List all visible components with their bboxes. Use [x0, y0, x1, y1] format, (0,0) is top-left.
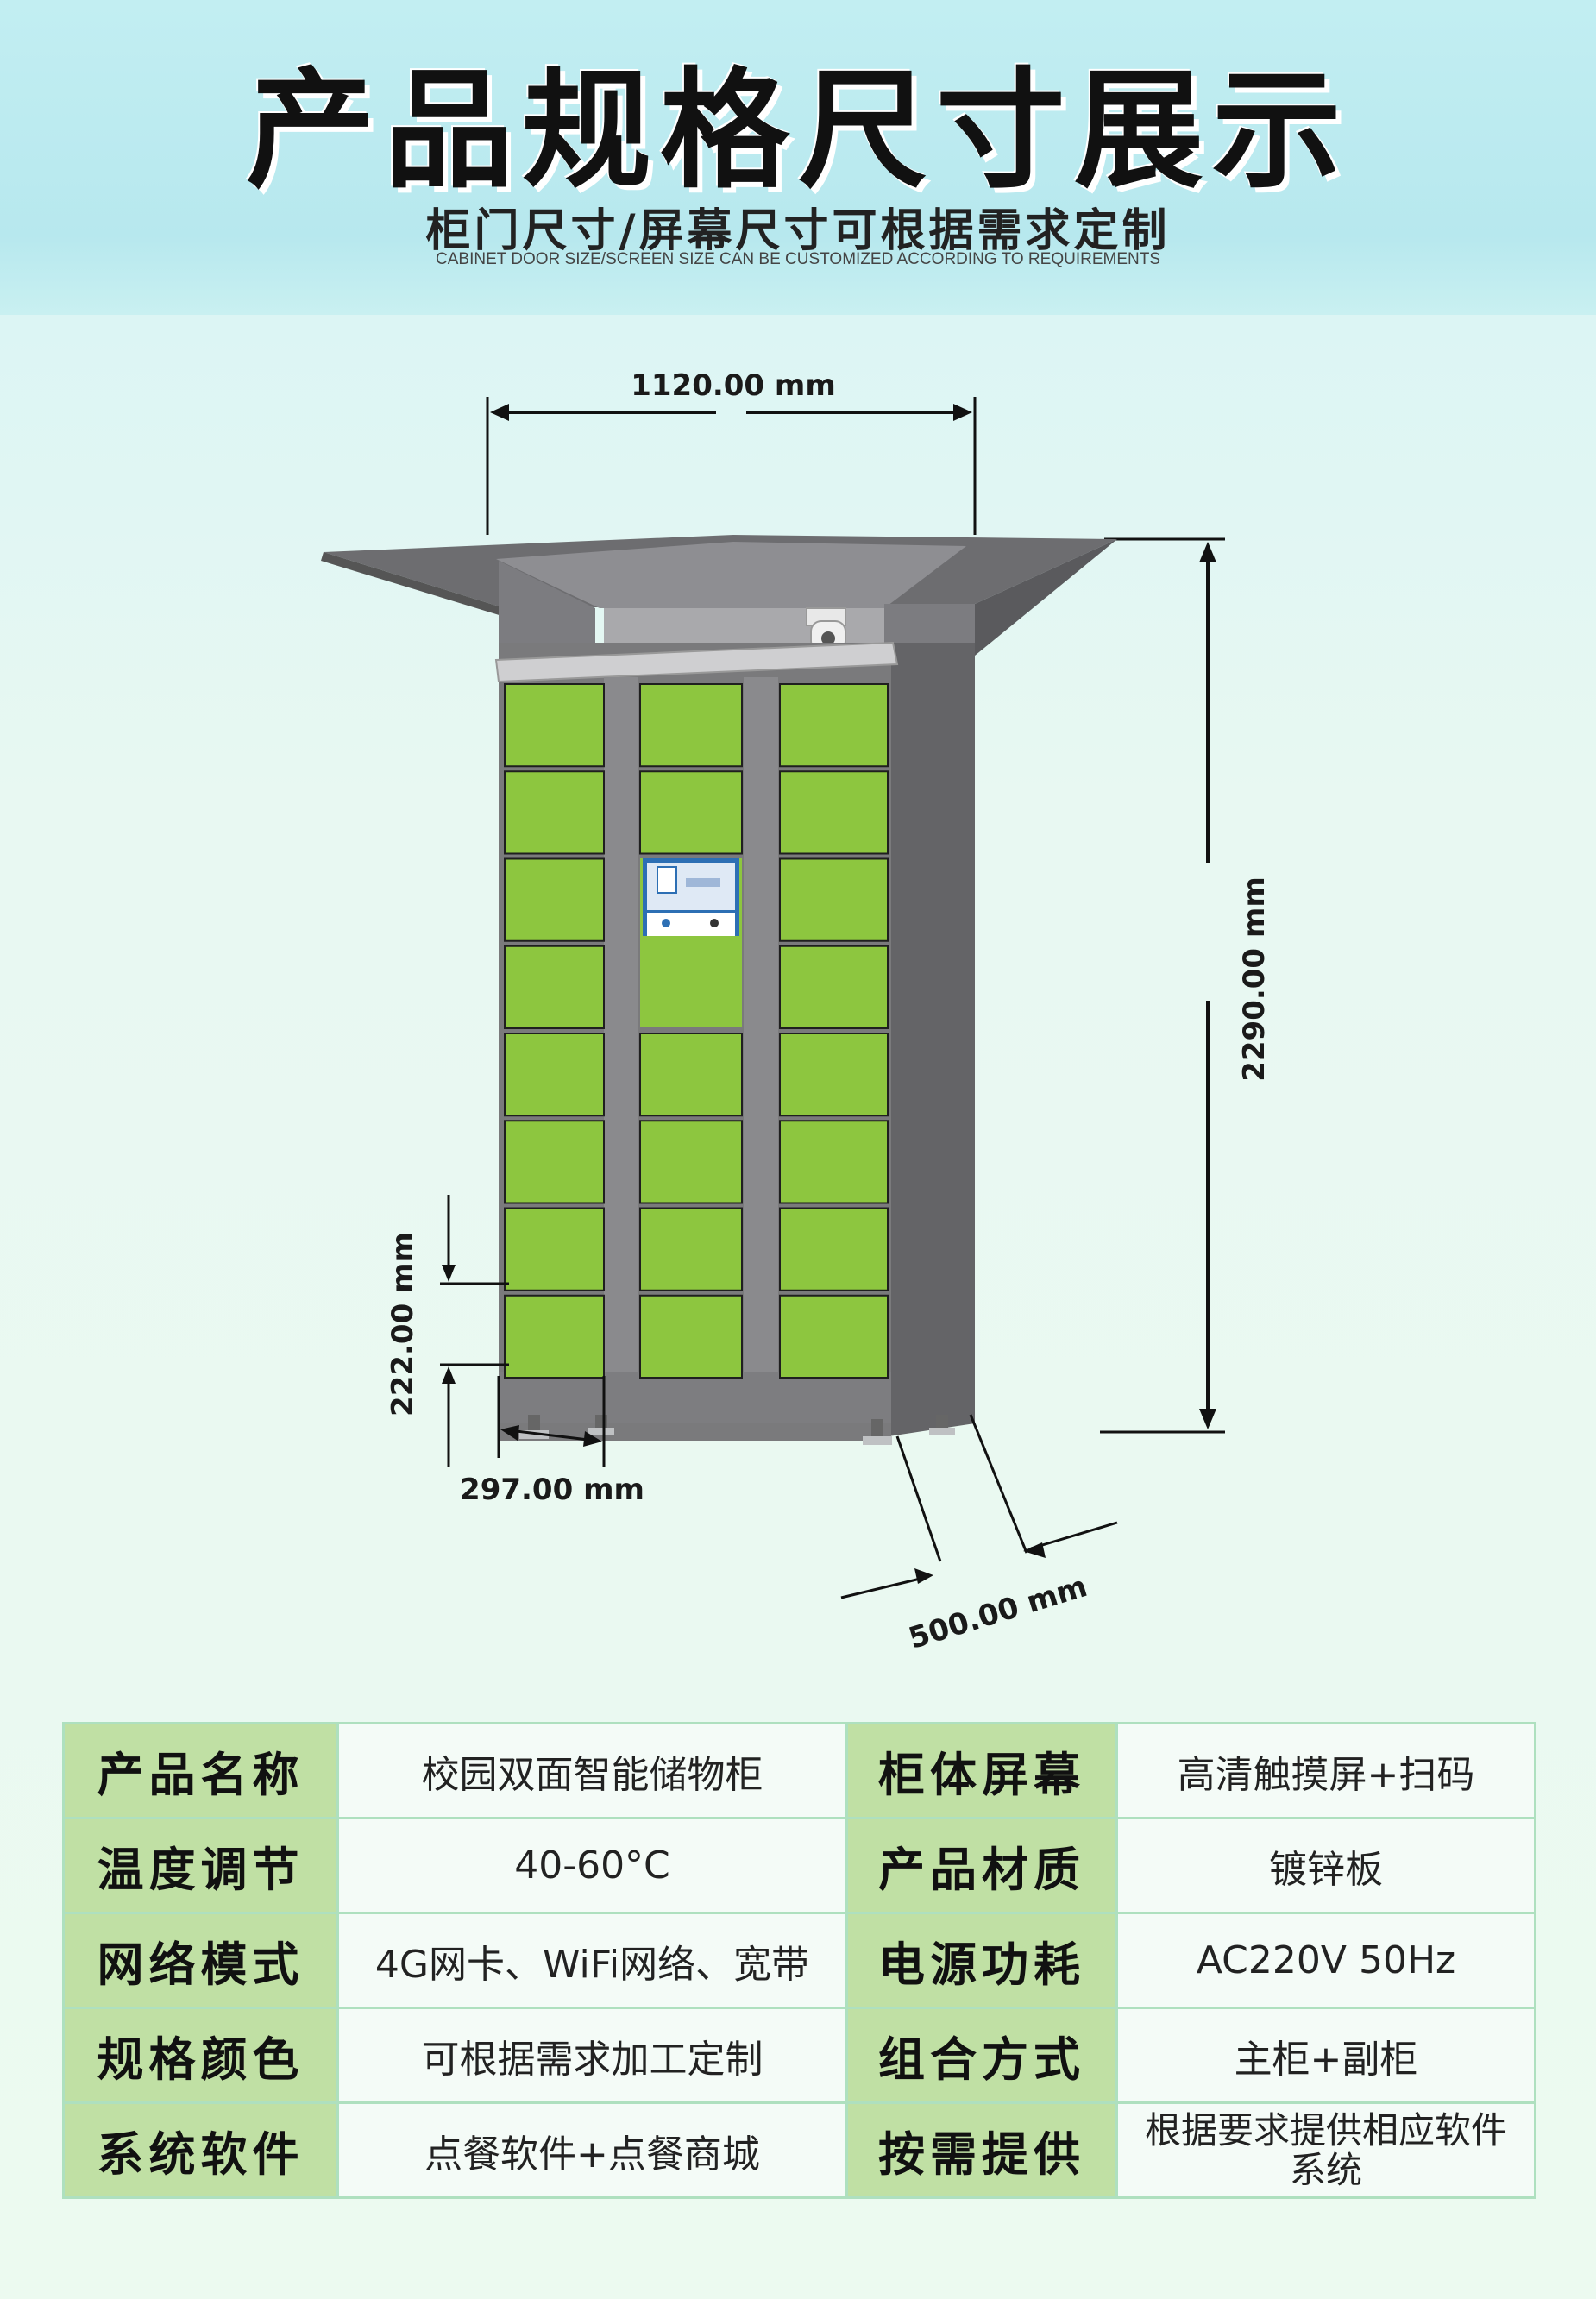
locker-door	[504, 1033, 605, 1117]
spec-key: 按需提供	[845, 2101, 1118, 2199]
page-subtitle-english: CABINET DOOR SIZE/SCREEN SIZE CAN BE CUS…	[436, 250, 1160, 268]
table-row: 系统软件 点餐软件+点餐商城 按需提供 根据要求提供相应软件系统	[62, 2101, 1536, 2199]
locker-door	[779, 857, 889, 942]
locker-door	[779, 683, 889, 768]
locker-door	[779, 1120, 889, 1204]
locker-door	[504, 770, 605, 855]
spec-value: 40-60°C	[336, 1817, 848, 1914]
width-dimension	[486, 397, 977, 535]
height-label: 2290.00 mm	[1237, 876, 1272, 1082]
spec-value: AC220V 50Hz	[1115, 1912, 1536, 2009]
depth-label: 500.00 mm	[905, 1569, 1091, 1656]
spec-value: 主柜+副柜	[1115, 2007, 1536, 2104]
spec-key: 产品材质	[845, 1817, 1118, 1914]
table-row: 网络模式 4G网卡、WiFi网络、宽带 电源功耗 AC220V 50Hz	[62, 1912, 1536, 2009]
locker-door	[639, 1207, 743, 1291]
spec-key: 产品名称	[62, 1722, 339, 1819]
depth-dimension	[840, 1414, 1118, 1599]
locker-door	[504, 945, 605, 1029]
table-row: 产品名称 校园双面智能储物柜 柜体屏幕 高清触摸屏+扫码	[62, 1722, 1536, 1819]
height-dimension	[1100, 537, 1225, 1434]
locker-door	[779, 945, 889, 1029]
page-title: 产品规格尺寸展示	[245, 56, 1350, 206]
header-band	[0, 0, 1596, 315]
locker-door	[639, 1033, 743, 1117]
canopy-roof	[321, 535, 1117, 656]
spec-key: 规格颜色	[62, 2007, 339, 2104]
door-width-label: 297.00 mm	[460, 1473, 644, 1507]
locker-door	[504, 857, 605, 942]
door-width-dimension	[497, 1376, 606, 1467]
locker-door	[779, 770, 889, 855]
spec-key: 组合方式	[845, 2007, 1118, 2104]
locker-door	[779, 1294, 889, 1379]
spec-key: 电源功耗	[845, 1912, 1118, 2009]
spec-value: 镀锌板	[1115, 1817, 1536, 1914]
locker-door	[639, 770, 743, 855]
spec-value: 高清触摸屏+扫码	[1115, 1722, 1536, 1819]
locker-door	[504, 1294, 605, 1379]
locker-door	[639, 683, 743, 768]
locker-door	[504, 1207, 605, 1291]
spec-key: 柜体屏幕	[845, 1722, 1118, 1819]
spec-key: 温度调节	[62, 1817, 339, 1914]
locker-door	[504, 1120, 605, 1204]
table-row: 规格颜色 可根据需求加工定制 组合方式 主柜+副柜	[62, 2007, 1536, 2104]
spec-value: 可根据需求加工定制	[336, 2007, 848, 2104]
locker-door	[639, 1294, 743, 1379]
locker-door	[779, 1033, 889, 1117]
table-row: 温度调节 40-60°C 产品材质 镀锌板	[62, 1817, 1536, 1914]
door-height-dimension	[440, 1195, 509, 1467]
spec-key: 系统软件	[62, 2101, 339, 2199]
spec-value: 点餐软件+点餐商城	[336, 2101, 848, 2199]
cabinet-diagram: 1120.00 mm 2290.00 mm	[321, 368, 1272, 1656]
door-height-label: 222.00 mm	[386, 1232, 420, 1416]
spec-value: 校园双面智能储物柜	[336, 1722, 848, 1819]
spec-value: 4G网卡、WiFi网络、宽带	[336, 1912, 848, 2009]
locker-door	[504, 683, 605, 768]
spec-key: 网络模式	[62, 1912, 339, 2009]
locker-door	[639, 1120, 743, 1204]
spec-table: 产品名称 校园双面智能储物柜 柜体屏幕 高清触摸屏+扫码 温度调节 40-60°…	[62, 1722, 1536, 2199]
locker-door	[779, 1207, 889, 1291]
width-label: 1120.00 mm	[631, 368, 836, 403]
spec-value: 根据要求提供相应软件系统	[1115, 2101, 1536, 2199]
page-subtitle: 柜门尺寸/屏幕尺寸可根据需求定制	[425, 205, 1171, 257]
touch-screen	[643, 858, 739, 936]
